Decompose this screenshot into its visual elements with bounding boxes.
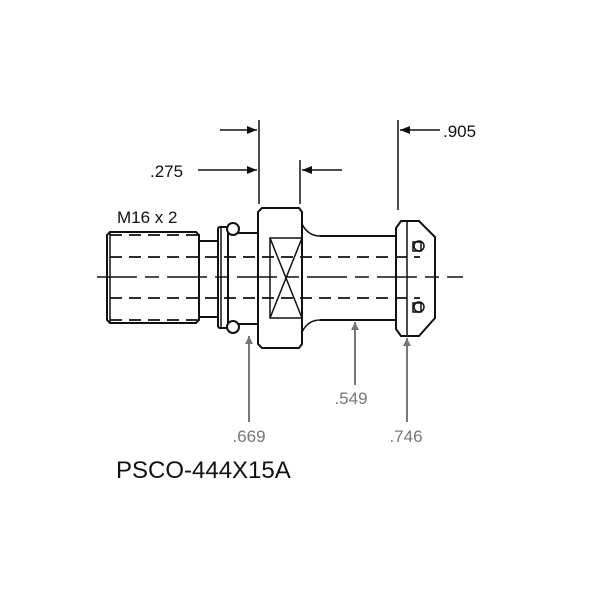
- ball-icon: [226, 320, 240, 334]
- dimension-label: .746: [389, 427, 422, 446]
- dimension-label: .905: [443, 122, 476, 141]
- o-ring-groove: [217, 222, 260, 334]
- dimension-label: .275: [150, 162, 183, 181]
- dimension-label: .549: [334, 389, 367, 408]
- top-dimensions: [198, 120, 440, 210]
- neck: [198, 240, 219, 318]
- bottom-leaders: [245, 322, 411, 422]
- shaft: [320, 235, 397, 321]
- part-number: PSCO-444X15A: [116, 457, 291, 484]
- ball-icon: [226, 222, 240, 236]
- flange: [257, 207, 321, 349]
- thread-spec-label: M16 x 2: [117, 208, 177, 227]
- retention-head: [395, 220, 436, 337]
- dimension-label: .669: [232, 427, 265, 446]
- wrench-flat: [269, 237, 303, 319]
